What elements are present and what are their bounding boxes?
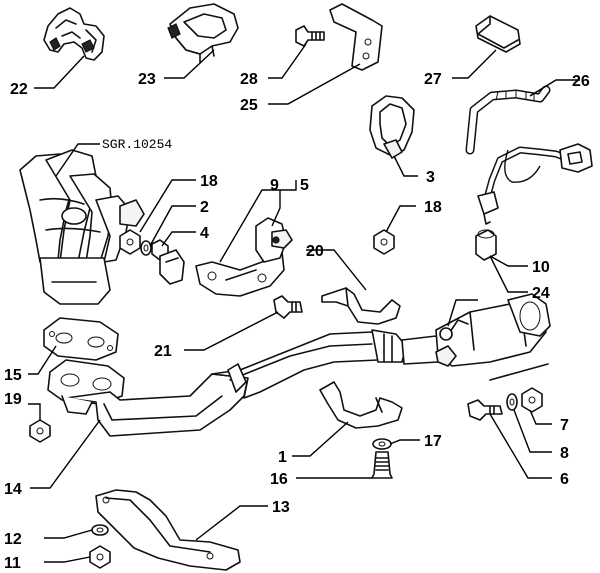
callout-26: 26 xyxy=(572,73,590,90)
callout-6: 6 xyxy=(560,471,569,488)
exhaust-manifold xyxy=(19,149,145,305)
callout-17: 17 xyxy=(424,433,442,450)
part-11-nut xyxy=(89,545,111,569)
callout-11: 11 xyxy=(4,555,21,572)
callout-14: 14 xyxy=(4,481,22,498)
callout-13: 13 xyxy=(272,499,290,516)
part-24-spacer xyxy=(475,229,497,261)
catalytic-converter xyxy=(435,293,551,381)
callout-7: 7 xyxy=(560,417,569,434)
callout-19: 19 xyxy=(4,391,22,408)
callout-20: 20 xyxy=(306,243,324,260)
part-18-nut-lower xyxy=(373,229,395,255)
reference-code-label: SGR.10254 xyxy=(102,137,172,152)
part-10-lambda-sensor xyxy=(477,143,593,225)
callout-5: 5 xyxy=(300,177,309,194)
part-19-nut xyxy=(29,419,51,443)
part-12-washer xyxy=(91,524,109,536)
callout-18-lower: 18 xyxy=(424,199,442,216)
callout-4: 4 xyxy=(200,225,209,242)
callout-12: 12 xyxy=(4,531,22,548)
part-20-upper-clamp xyxy=(321,287,401,325)
callout-2: 2 xyxy=(200,199,209,216)
callout-3: 3 xyxy=(426,169,435,186)
callout-21: 21 xyxy=(154,343,172,360)
part-9-support-bracket xyxy=(195,251,285,297)
part-14-front-pipe xyxy=(47,359,249,437)
callout-22: 22 xyxy=(10,81,28,98)
part-7-nut xyxy=(521,387,543,413)
part-22-clip-bracket xyxy=(43,7,105,61)
part-16-bolt xyxy=(371,451,393,479)
callout-16: 16 xyxy=(270,471,288,488)
part-23-mounting-bracket xyxy=(167,3,239,63)
part-17-washer xyxy=(372,438,392,450)
part-2-washer xyxy=(140,240,152,256)
part-25-bracket-plate xyxy=(329,3,383,71)
callout-24: 24 xyxy=(532,285,550,302)
callout-8: 8 xyxy=(560,445,569,462)
part-26-hose xyxy=(465,85,551,155)
part-15-gasket xyxy=(43,317,119,361)
part-1-lower-clamp xyxy=(319,381,403,429)
callout-28: 28 xyxy=(240,71,258,88)
leader-lines xyxy=(28,43,580,563)
part-21-bolt xyxy=(273,295,303,319)
intermediate-pipe xyxy=(211,329,445,399)
callout-27: 27 xyxy=(424,71,442,88)
part-3-clamp xyxy=(369,95,415,159)
callout-15: 15 xyxy=(4,367,22,384)
part-13-crossmember-support xyxy=(95,489,241,571)
part-8-washer xyxy=(506,393,518,411)
callout-1: 1 xyxy=(278,449,287,466)
part-4-nut xyxy=(151,239,185,285)
callout-10: 10 xyxy=(532,259,550,276)
part-5-rubber-mount xyxy=(255,217,293,263)
callout-25: 25 xyxy=(240,97,258,114)
part-6-bolt xyxy=(467,399,503,421)
callout-18-upper: 18 xyxy=(200,173,218,190)
callout-23: 23 xyxy=(138,71,156,88)
part-28-bolt xyxy=(295,25,325,47)
part-18-nut-upper xyxy=(119,229,141,255)
part-27-rubber-pad xyxy=(475,15,521,53)
callout-9: 9 xyxy=(270,177,279,194)
